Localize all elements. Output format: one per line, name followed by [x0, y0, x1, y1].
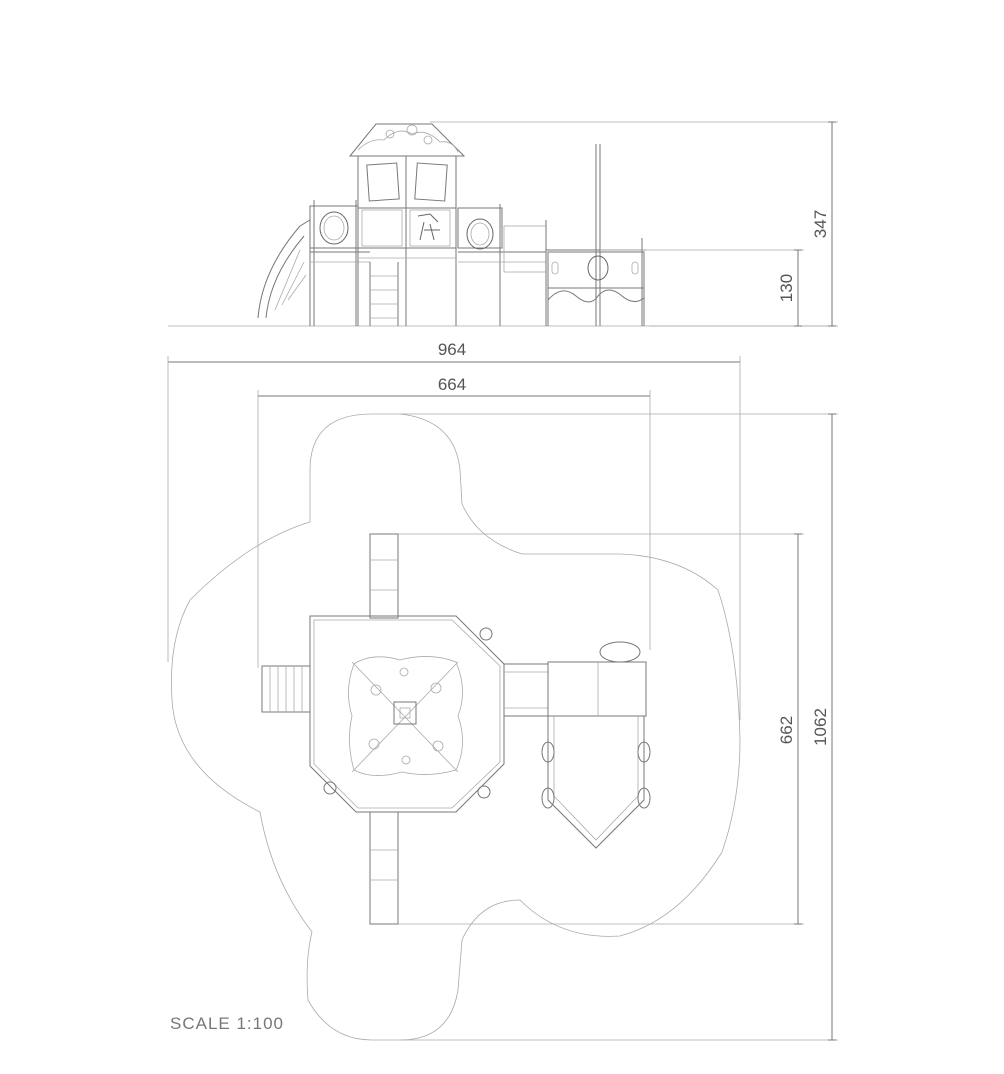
plan-bridge: [503, 663, 549, 717]
dimension-662-label: 662: [777, 716, 796, 744]
plan-left-ladder: [261, 665, 311, 713]
elevation-left-tower: [309, 200, 370, 326]
elevation-ship: [546, 144, 646, 326]
scale-label: SCALE 1:100: [170, 1014, 285, 1033]
dimension-964-label: 964: [438, 340, 466, 359]
plan-bottom-slide: [369, 811, 399, 925]
dimension-130-label: 130: [777, 274, 796, 302]
dimension-347-label: 347: [811, 210, 830, 238]
plan-view: 964 664 662 1062: [167, 340, 838, 1041]
dimension-platform-height: 130: [600, 249, 804, 327]
dimension-total-width: 964: [167, 340, 741, 720]
plan-main-platform: [309, 615, 505, 813]
dimension-1062-label: 1062: [811, 708, 830, 746]
elevation-view: 347 130: [168, 121, 838, 327]
elevation-right-tower: [457, 204, 547, 326]
dimension-664-label: 664: [438, 375, 466, 394]
elevation-central-tower: [348, 123, 466, 326]
dimension-equipment-width: 664: [257, 375, 651, 668]
dimension-equipment-depth: 662: [398, 533, 804, 925]
dimension-total-height: 347: [430, 121, 838, 327]
safety-zone-outline: [171, 413, 741, 1041]
plan-ship: [541, 641, 651, 849]
plan-top-slide: [369, 533, 399, 619]
elevation-slide: [257, 219, 311, 326]
dimension-total-depth: 1062: [400, 413, 838, 1041]
